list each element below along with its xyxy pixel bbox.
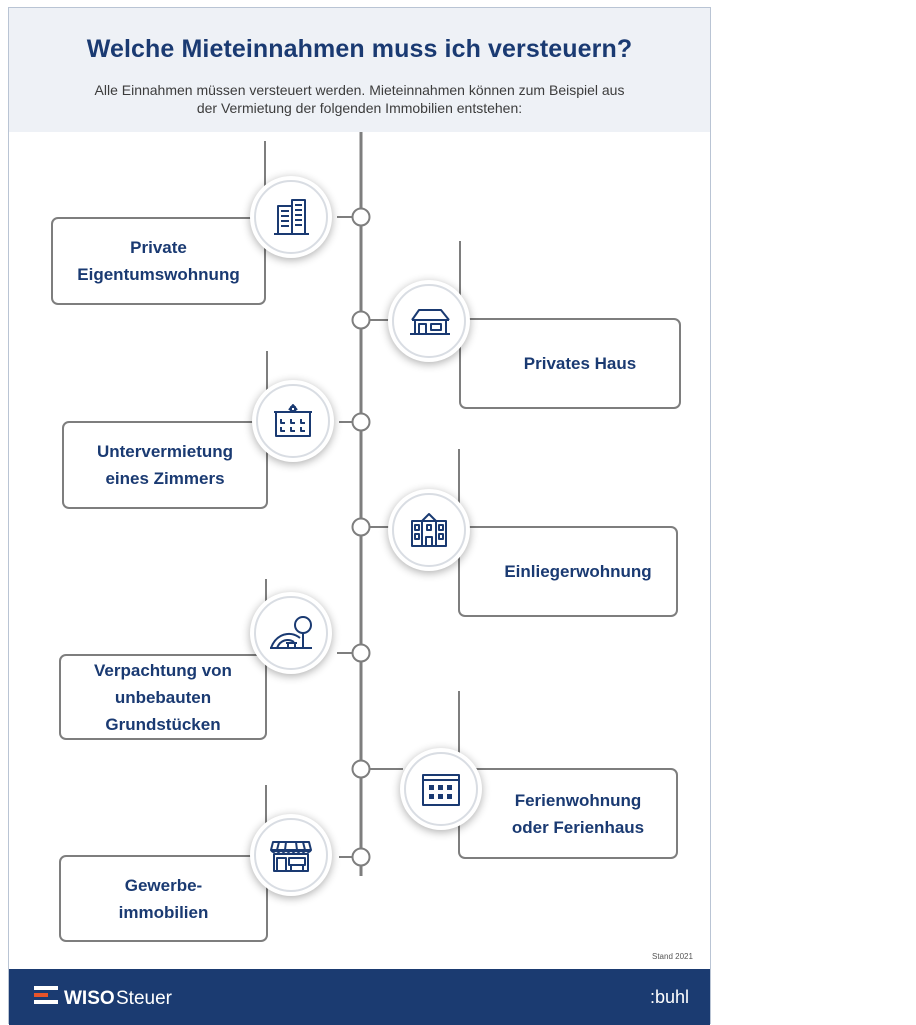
card-stem-1: [264, 141, 266, 218]
card-stem-6: [458, 691, 460, 771]
icon-circle-3: [252, 380, 334, 462]
stand-date: Stand 2021: [652, 952, 693, 961]
subtitle-line-2: der Vermietung der folgenden Immobilien …: [196, 100, 523, 116]
card-stem-2: [459, 241, 461, 321]
timeline-node-5: [351, 643, 371, 663]
card-stem-4: [458, 449, 460, 529]
card-label: Ferienwohnung oder Ferienhaus: [511, 790, 645, 837]
brand-wiso: WISO: [64, 988, 115, 1009]
icon-circle-6: [400, 748, 482, 830]
card-untervermietung: Untervermietung eines Zimmers: [62, 421, 268, 509]
icon-circle-5: [250, 592, 332, 674]
land-plot-icon: [270, 616, 312, 649]
footer: WISO Steuer :buhl: [9, 969, 710, 1025]
room-building-icon: [274, 404, 312, 437]
icon-circle-4: [388, 489, 470, 571]
card-einliegerwohnung: Einliegerwohnung: [458, 526, 678, 617]
wiso-logo-mark-icon: [34, 986, 58, 1004]
timeline: [337, 132, 403, 876]
card-label: Private Eigentumswohnung: [77, 238, 240, 284]
subtitle-line-1: Alle Einnahmen müssen versteuert werden.…: [94, 82, 625, 98]
brand-steuer: Steuer: [116, 988, 172, 1009]
card-label: Privates Haus: [523, 354, 637, 373]
holiday-home-icon: [422, 774, 460, 806]
townhouse-icon: [411, 513, 447, 547]
timeline-node-3: [351, 412, 371, 432]
card-private-eigentumswohnung: Private Eigentumswohnung: [51, 217, 266, 305]
card-ferienwohnung: Ferienwohnung oder Ferienhaus: [458, 768, 678, 859]
card-label: Verpachtung von unbebauten Grundstücken: [94, 660, 232, 734]
card-label: Einliegerwohnung: [504, 562, 652, 581]
card-gewerbeimmobilien: Gewerbe- immobilien: [59, 855, 268, 942]
icon-circle-2: [388, 280, 470, 362]
timeline-node-4: [351, 517, 371, 537]
header: Welche Mieteinnahmen muss ich versteuern…: [9, 8, 710, 132]
timeline-node-7: [351, 847, 371, 867]
infographic-poster: Welche Mieteinnahmen muss ich versteuern…: [8, 7, 711, 1025]
house-icon: [410, 309, 450, 335]
card-stem-3: [266, 351, 268, 423]
publisher-buhl: :buhl: [650, 987, 690, 1007]
timeline-node-6: [351, 759, 371, 779]
shop-icon: [270, 841, 312, 872]
card-label: Gewerbe- immobilien: [118, 875, 209, 922]
timeline-node-1: [351, 207, 371, 227]
icon-circle-7: [250, 814, 332, 896]
card-privates-haus: Privates Haus: [459, 318, 681, 409]
page-title: Welche Mieteinnahmen muss ich versteuern…: [86, 35, 633, 63]
card-verpachtung: Verpachtung von unbebauten Grundstücken: [59, 654, 267, 740]
icon-circle-1: [250, 176, 332, 258]
timeline-node-2: [351, 310, 371, 330]
apartment-building-icon: [274, 199, 309, 235]
card-label: Untervermietung eines Zimmers: [96, 442, 234, 488]
